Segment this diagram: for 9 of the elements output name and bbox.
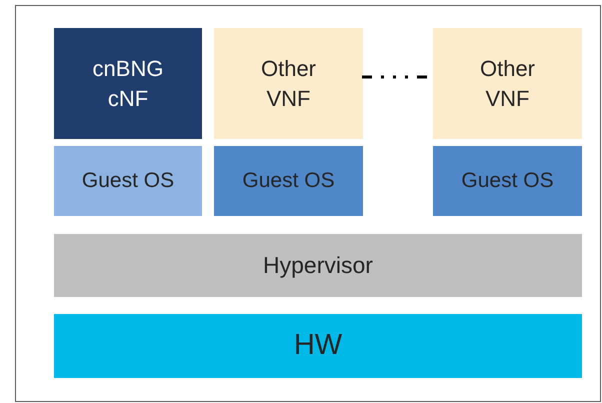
function-box: cnBNG cNF [54, 28, 202, 139]
os-box: Guest OS [433, 146, 582, 216]
function-box: Other VNF [433, 28, 582, 139]
function-box: Other VNF [214, 28, 363, 139]
layer-bar: HW [54, 314, 582, 378]
os-box: Guest OS [54, 146, 202, 216]
os-box: Guest OS [214, 146, 363, 216]
layer-bar: Hypervisor [54, 234, 582, 297]
frame-background [15, 5, 601, 402]
